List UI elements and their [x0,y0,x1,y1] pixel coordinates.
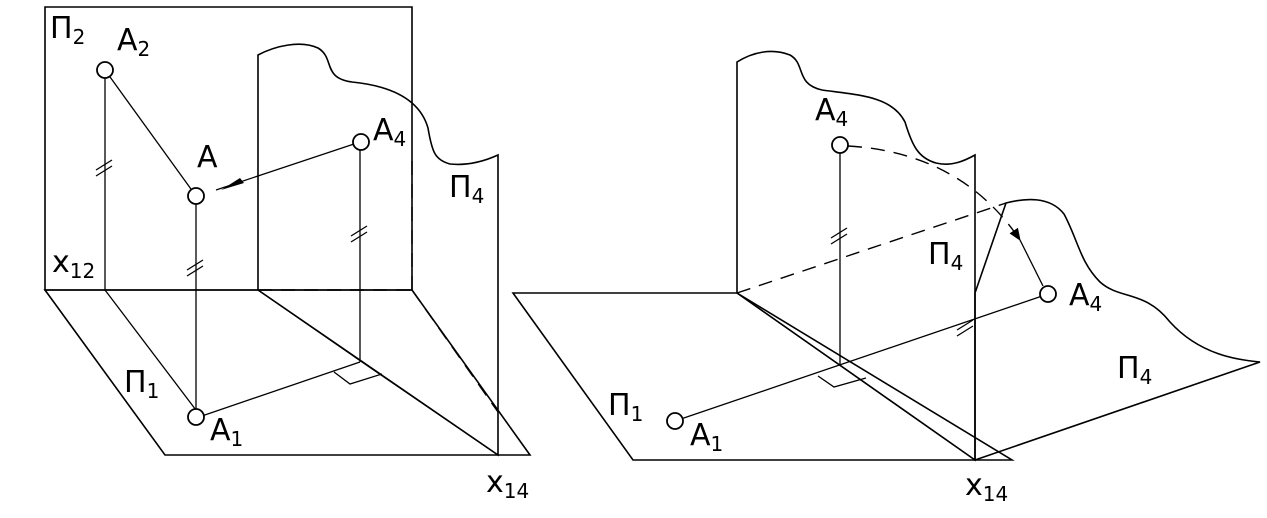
plane-p4-rotated [974,198,1261,462]
hidden-edge [736,202,1007,294]
label-p1-right: Π1 [608,388,643,426]
label-a1: A1 [210,413,243,451]
label-a4-vertical: A4 [815,93,848,131]
line-a1-a4 [674,293,1049,422]
axis-x14-line [736,292,976,461]
label-a: A [197,140,218,175]
label-a4: A4 [373,113,406,151]
point-a1-right [666,412,684,430]
plane-p4-vertical [736,50,976,462]
left-figure: Π2 A2 A A4 Π4 x12 Π1 A1 x14 [43,6,532,503]
arrow-icon [221,178,244,190]
right-figure: A4 Π4 A4 Π4 Π1 A1 x14 [511,50,1261,506]
label-p2: Π2 [50,11,85,49]
plane-p1 [43,289,532,456]
point-a4-rotated [1039,285,1057,303]
point-a4-vertical [831,136,849,154]
equal-ticks [95,159,368,277]
right-angle-mark [817,375,867,388]
label-p4: Π4 [449,170,484,208]
label-a2: A2 [117,23,150,61]
plane-p1-right [511,292,1015,461]
equal-ticks [830,227,974,337]
label-p4-vertical: Π4 [928,237,963,275]
line-a1-axis [195,361,361,419]
label-p1: Π1 [124,365,159,403]
hidden-edge [411,289,499,413]
label-x14-right: x14 [965,468,1008,506]
point-a2 [96,61,114,79]
axis-x14-line [257,289,363,363]
point-a4 [352,133,370,151]
rotation-arc [847,145,1021,242]
label-x14: x14 [486,465,529,503]
label-p4-rotated: Π4 [1117,351,1152,389]
label-a1-right: A1 [690,418,723,456]
point-a [187,187,205,205]
plane-p4 [257,43,499,457]
arc-continuation [1019,239,1044,287]
line-a2-a [104,69,197,197]
point-a1 [187,408,205,426]
right-angle-mark [333,371,383,385]
label-x12: x12 [52,245,95,283]
label-a4-rotated: A4 [1069,278,1102,316]
axis-x14-line [361,361,499,456]
trace-line [104,289,203,419]
